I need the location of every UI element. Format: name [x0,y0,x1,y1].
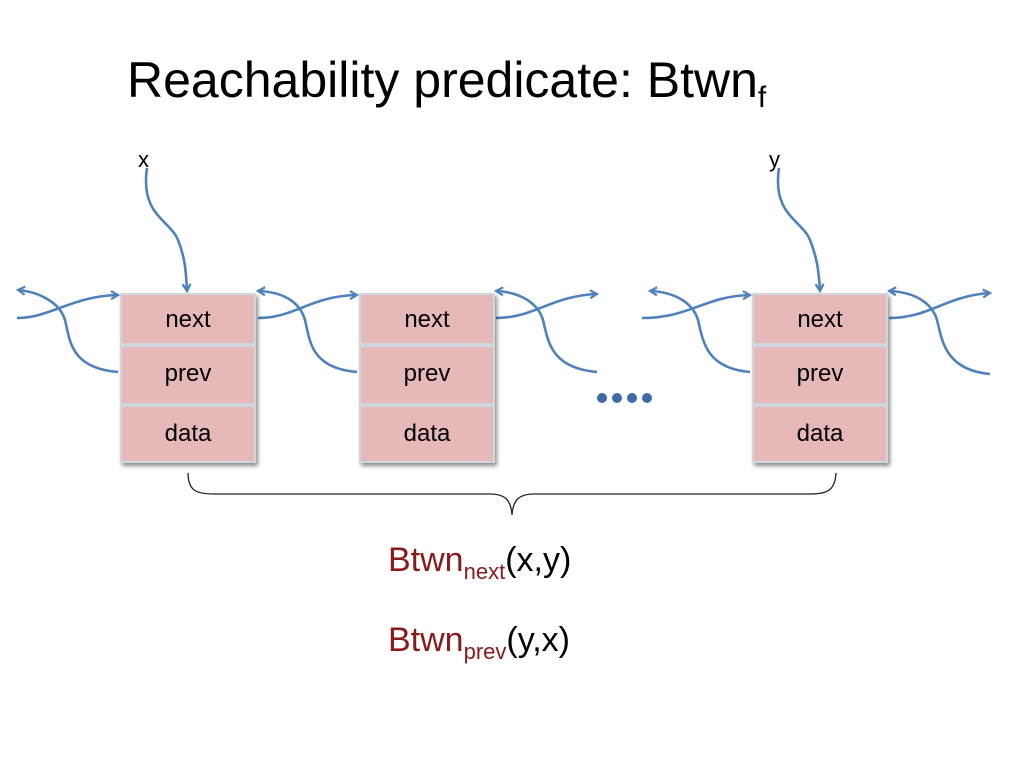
node-field-prev: prev [752,345,888,405]
prev-arrow-out-3 [889,291,991,376]
slide-title: Reachability predicate: Btwnf [127,50,766,128]
node-field-data: data [120,405,256,463]
ellipsis-dot [642,393,652,403]
next-arrow-2-out [495,294,597,320]
pointer-y-arrow [776,167,820,291]
formula-btwn-next: Btwnnext(x,y) [388,540,571,592]
node-field-prev: prev [359,345,495,405]
pointer-y-label: y [769,147,780,172]
list-node-3: next prev data [752,293,888,463]
node-field-data: data [752,405,888,463]
ellipsis-dot [612,393,622,403]
formula-btwn-prev: Btwnprev(y,x) [388,620,570,672]
node-field-next: next [752,293,888,345]
formula-subscript: next [463,559,506,584]
node-field-next: next [359,293,495,345]
prev-arrow-3-out [650,291,751,374]
incoming-next-arrow-left [16,295,118,320]
formula-subscript: prev [463,639,507,664]
outgoing-prev-arrow-left [18,290,119,374]
node-field-data: data [359,405,495,463]
formula-args: (x,y) [505,541,572,579]
ellipsis-dot [627,393,637,403]
node-field-next: next [120,293,256,345]
next-arrow-in-3 [641,295,750,320]
formula-predicate: Btwn [388,621,464,659]
prev-arrow-out-2 [496,291,598,374]
next-arrow-3-out [888,293,990,320]
node-field-prev: prev [120,345,256,405]
next-arrow-1-2 [257,295,357,320]
list-node-1: next prev data [120,293,256,463]
prev-arrow-2-1 [258,291,358,374]
title-subscript: f [757,81,767,114]
formula-predicate: Btwn [388,541,464,579]
curly-brace [187,472,837,516]
formula-args: (y,x) [506,621,570,659]
pointer-x-label: x [138,147,149,172]
ellipsis-dot [597,393,607,403]
list-node-2: next prev data [359,293,495,463]
pointer-x-arrow [144,167,187,291]
title-text: Reachability predicate: Btwn [127,52,758,108]
